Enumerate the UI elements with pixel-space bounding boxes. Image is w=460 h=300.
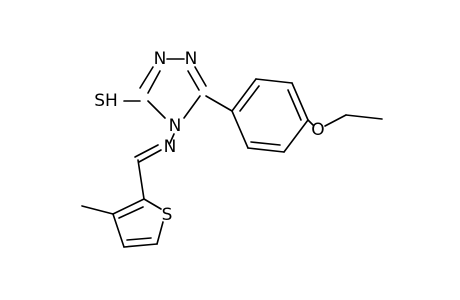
bond-c5t-c4t-double — [126, 237, 152, 241]
bond-c3t-methyl — [81, 205, 114, 215]
bond-n4-c3 — [147, 100, 166, 119]
bond-ph5-ph6-double — [250, 141, 281, 146]
bond-c3-n2 — [139, 66, 154, 89]
bond-c5-phenyl — [205, 95, 233, 112]
bond-ph2-ph3 — [255, 78, 293, 84]
atom-n4-label: N — [169, 116, 182, 136]
bond-c3t-c2 — [112, 198, 145, 215]
bond-ph4-ph5 — [283, 119, 309, 153]
bond-ph3-ph4-double — [287, 89, 302, 121]
bond-c3t-c2-double — [118, 206, 144, 219]
bond-c5-n4 — [183, 95, 201, 119]
bond-ph3-ph4 — [291, 82, 309, 121]
bond-n1-c5-double — [187, 70, 200, 91]
bond-ph1-ph2 — [231, 78, 257, 112]
bond-ch-c2 — [137, 159, 145, 200]
bonds — [81, 58, 383, 248]
bond-ph6-ph1 — [231, 110, 249, 149]
bond-c2-s — [143, 198, 162, 210]
bond-ph5-ph6 — [247, 147, 285, 153]
bond-n4-n-imine — [169, 133, 175, 144]
bond-s-c5t — [156, 221, 164, 245]
atom-sh-label: SH — [94, 91, 118, 111]
bond-n1-c5 — [194, 66, 207, 87]
atom-labels: N N N N SH O S — [94, 49, 324, 225]
bond-c3-n2-double — [147, 70, 161, 94]
atom-n-imine-label: N — [164, 137, 177, 157]
bond-n-imine-ch — [138, 149, 162, 163]
bond-n-imine-ch-double — [134, 144, 159, 158]
bond-ph1-ph2-double — [239, 85, 260, 112]
atom-n2-label: N — [154, 49, 167, 69]
atom-n1-label: N — [185, 49, 198, 69]
bond-c4t-c3t — [112, 213, 125, 248]
bond-ph4-o — [307, 119, 314, 126]
bond-ch2-ch3 — [345, 114, 383, 120]
atom-s-thiophene-label: S — [162, 205, 173, 225]
bond-o-ch2 — [324, 114, 347, 127]
atom-o-label: O — [311, 120, 324, 140]
bond-c5t-c4t — [123, 243, 158, 248]
